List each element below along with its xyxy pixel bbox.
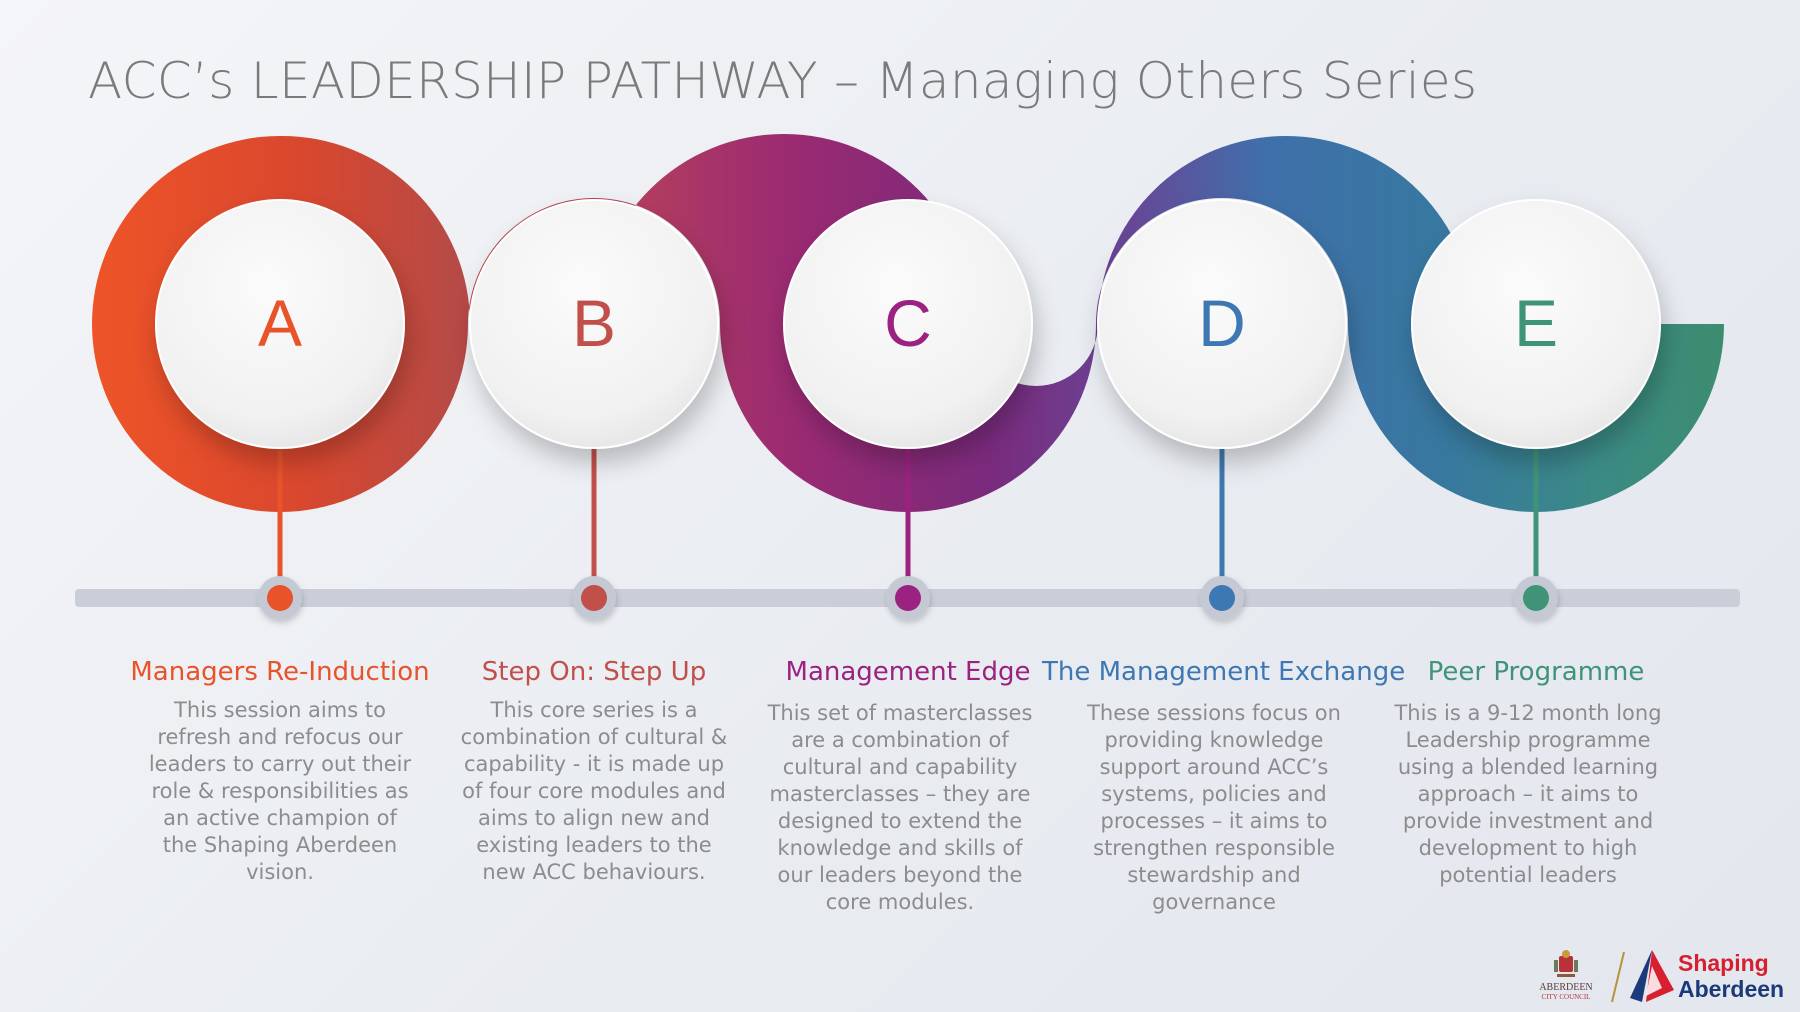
step-heading: Managers Re-Induction [130,657,430,687]
shaping-aberdeen-mark-icon [1630,950,1674,1002]
timeline-node-dot [581,585,607,611]
shaping-aberdeen-logo: ABERDEEN CITY COUNCIL Shaping Aberdeen [1530,948,1792,1006]
step-heading: Step On: Step Up [481,657,707,687]
council-name: ABERDEEN CITY COUNCIL [1530,982,1602,1001]
step-description: This core series is a combination of cul… [460,698,728,884]
step-letter: E [1514,286,1558,360]
step-b: B [469,199,719,620]
step-heading: Peer Programme [1427,657,1645,687]
step-c: C [783,199,1033,620]
step-letter: C [884,286,932,360]
step-letter: A [258,286,302,360]
step-heading: The Management Exchange [1042,657,1406,687]
step-disc [1411,199,1661,449]
step-description: This set of masterclasses are a combinat… [767,701,1033,914]
step-d: D [1097,199,1347,620]
divider-slash-icon [1611,951,1625,1003]
brand-name: Shaping Aberdeen [1678,950,1784,1002]
step-heading: Management Edge [785,657,1031,687]
timeline-node-dot [1523,585,1549,611]
brand-line-1: Shaping [1678,950,1769,976]
page-title: ACC’s LEADERSHIP PATHWAY – Managing Othe… [88,52,1478,110]
step-disc [1097,199,1347,449]
council-sub-line: CITY COUNCIL [1541,993,1591,1001]
step-description: This session aims to refresh and refocus… [148,698,412,884]
step-a: A [155,199,405,620]
step-disc [155,199,405,449]
step-description: This is a 9-12 month long Leadership pro… [1394,701,1662,887]
step-disc [469,199,719,449]
step-e: E [1411,199,1661,620]
step-disc [783,199,1033,449]
step-letter: B [572,286,616,360]
timeline-node-dot [267,585,293,611]
timeline-node-dot [895,585,921,611]
brand-line-2: Aberdeen [1678,976,1785,1002]
step-letter: D [1198,286,1246,360]
council-name-line: ABERDEEN [1539,982,1593,993]
council-crest-icon [1554,950,1578,977]
step-description: These sessions focus on providing knowle… [1087,701,1341,914]
timeline-node-dot [1209,585,1235,611]
